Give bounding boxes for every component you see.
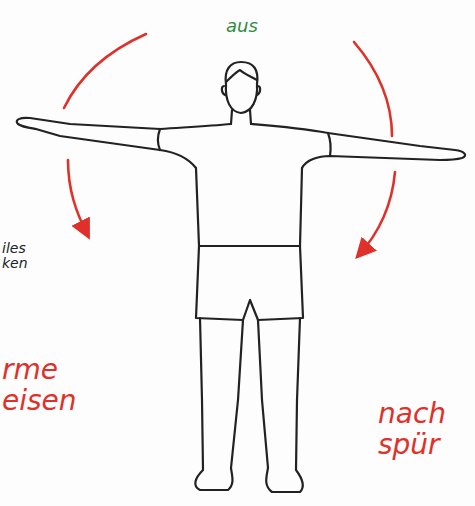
torso (196, 168, 302, 246)
right-leg (258, 318, 303, 492)
shorts (196, 246, 303, 320)
neck (231, 110, 251, 124)
breath-note: aus (226, 16, 296, 36)
right-arm (251, 124, 465, 168)
left-sleeve (158, 129, 160, 150)
hair (226, 70, 257, 82)
instruction-note: rme eisen (2, 354, 94, 416)
motion-arc (64, 34, 146, 108)
left-arm (17, 118, 231, 168)
instruction-note: nach spür (378, 398, 475, 460)
right-sleeve (328, 133, 331, 156)
head (226, 62, 258, 113)
side-note: iles ken (2, 241, 42, 271)
motion-arc (354, 42, 392, 136)
ears (222, 86, 260, 95)
motion-arrow (68, 160, 88, 236)
motion-arrow (358, 172, 395, 256)
left-leg (195, 318, 243, 490)
